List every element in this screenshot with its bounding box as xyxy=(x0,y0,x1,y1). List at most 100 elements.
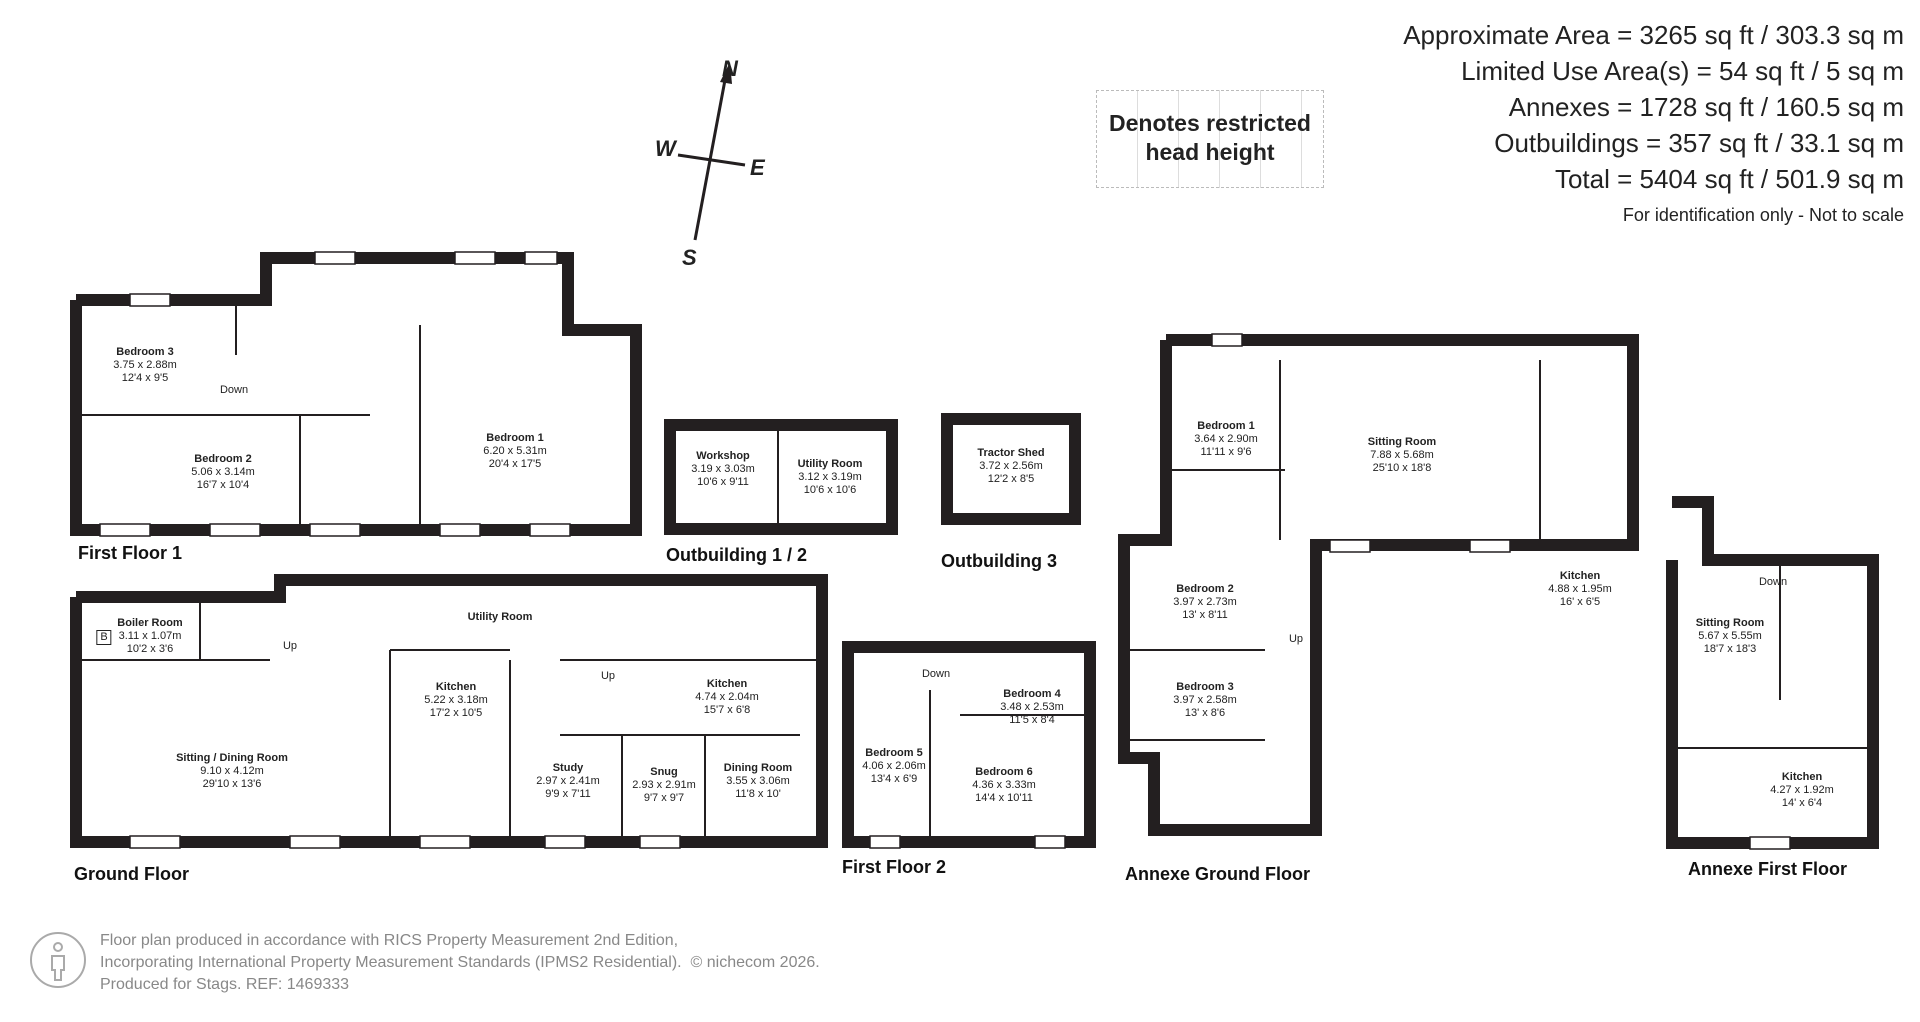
compass xyxy=(677,79,746,241)
room-imperial: 10'2 x 3'6 xyxy=(126,643,174,655)
scale-note: For identification only - Not to scale xyxy=(1622,205,1904,225)
window xyxy=(529,523,571,537)
room-imperial: 20'4 x 17'5 xyxy=(488,458,542,470)
annexe-first-walls xyxy=(1666,496,1879,849)
room-imperial: 13' x 8'11 xyxy=(1182,609,1228,621)
accessibility-person-icon xyxy=(30,932,86,988)
room-name: Bedroom 3 xyxy=(116,346,174,358)
compass-n-label: N xyxy=(722,56,738,81)
room-name: Sitting Room xyxy=(1367,436,1437,448)
room-imperial: 9'9 x 7'11 xyxy=(545,788,591,800)
room-metric: 2.93 x 2.91m xyxy=(632,779,696,791)
room-name: Utility Room xyxy=(467,611,533,623)
stairs-up-text: Up xyxy=(600,670,616,682)
outbuilding-3-walls xyxy=(941,413,1081,525)
compass-s-label: S xyxy=(682,245,697,270)
room-name: Bedroom 6 xyxy=(975,766,1033,778)
boiler-symbol: B xyxy=(96,630,112,645)
floor-label-annexe-ground: Annexe Ground Floor xyxy=(1125,864,1311,884)
first-floor-2-walls xyxy=(842,641,1096,848)
stairs-up-text: Up xyxy=(1288,633,1304,645)
area-approximate: Approximate Area = 3265 sq ft / 303.3 sq… xyxy=(1403,20,1904,50)
window xyxy=(544,835,586,849)
room-metric: 5.67 x 5.55m xyxy=(1698,630,1762,642)
window xyxy=(524,251,558,265)
room-imperial: 14' x 6'4 xyxy=(1781,797,1823,809)
room-imperial: 29'10 x 13'6 xyxy=(202,778,262,790)
window xyxy=(1034,835,1066,849)
window xyxy=(1749,836,1791,850)
room-name: Snug xyxy=(650,766,678,778)
restricted-label-2: head height xyxy=(1145,139,1275,165)
room-imperial: 17'2 x 10'5 xyxy=(429,707,483,719)
room-name: Bedroom 3 xyxy=(1176,681,1234,693)
room-name: Dining Room xyxy=(723,762,793,774)
area-total: Total = 5404 sq ft / 501.9 sq m xyxy=(1554,164,1904,194)
room-imperial: 15'7 x 6'8 xyxy=(703,704,751,716)
window xyxy=(1469,539,1511,553)
window xyxy=(639,835,681,849)
stairs-up-label: Up xyxy=(283,640,297,653)
window xyxy=(419,835,471,849)
stairs-down-label: Down xyxy=(219,384,249,396)
room-name: Boiler Room xyxy=(117,617,183,629)
room-imperial: 10'6 x 9'11 xyxy=(697,476,749,488)
room-imperial: 10'6 x 10'6 xyxy=(803,484,857,496)
floor-label-outbuilding-3: Outbuilding 3 xyxy=(941,551,1057,571)
window xyxy=(129,835,181,849)
footer-line-2: Incorporating International Property Mea… xyxy=(100,952,820,974)
room-name: Kitchen xyxy=(706,678,748,690)
stairs-down-text: Down xyxy=(1758,576,1788,588)
first-floor-1-walls xyxy=(70,252,642,536)
boiler-b-label: B xyxy=(100,631,108,643)
room-name: Tractor Shed xyxy=(977,447,1045,459)
annexe-ground-walls xyxy=(1118,334,1639,836)
compass-w-label: W xyxy=(655,136,676,161)
window xyxy=(1211,333,1243,347)
room-metric: 3.72 x 2.56m xyxy=(979,460,1043,472)
room-metric: 3.64 x 2.90m xyxy=(1194,433,1258,445)
room-metric: 3.19 x 3.03m xyxy=(691,463,755,475)
floor-label-outbuilding-12: Outbuilding 1 / 2 xyxy=(666,545,807,565)
room-imperial: 16' x 6'5 xyxy=(1559,596,1601,608)
ground-floor-walls xyxy=(70,574,828,848)
room-down-label: Down xyxy=(220,384,248,397)
room-name: Study xyxy=(552,762,584,774)
room-name: Bedroom 1 xyxy=(1197,420,1255,432)
stairs-up-label-2: Up xyxy=(601,670,615,683)
annexe-stairs-up-label: Up xyxy=(1289,633,1303,646)
room-utility-ground: Utility Room xyxy=(468,611,533,624)
floor-label-annexe-first: Annexe First Floor xyxy=(1688,859,1848,879)
room-metric: 4.27 x 1.92m xyxy=(1770,784,1834,796)
stairs-down-text: Down xyxy=(921,668,951,680)
area-annexes: Annexes = 1728 sq ft / 160.5 sq m xyxy=(1508,92,1904,122)
window xyxy=(209,523,261,537)
floor-label-first-floor-1: First Floor 1 xyxy=(78,543,183,563)
room-imperial: 14'4 x 10'11 xyxy=(975,792,1033,804)
room-imperial: 13'4 x 6'9 xyxy=(870,773,918,785)
room-imperial: 11'8 x 10' xyxy=(735,788,781,800)
window xyxy=(1329,539,1371,553)
window xyxy=(309,523,361,537)
room-metric: 3.11 x 1.07m xyxy=(118,630,182,642)
compass-e-label: E xyxy=(750,155,765,180)
room-imperial: 12'2 x 8'5 xyxy=(987,473,1035,485)
room-imperial: 16'7 x 10'4 xyxy=(196,479,250,491)
room-metric: 3.97 x 2.58m xyxy=(1173,694,1237,706)
room-metric: 4.74 x 2.04m xyxy=(695,691,759,703)
